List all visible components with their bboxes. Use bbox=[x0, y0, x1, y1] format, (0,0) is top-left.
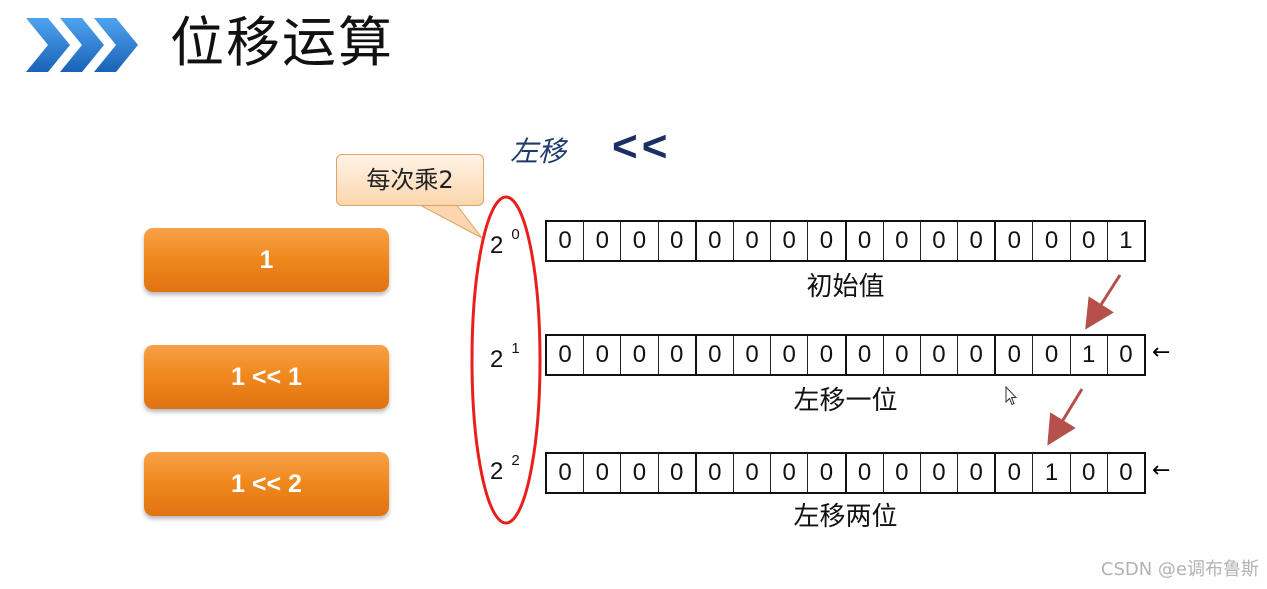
bit-cell: 0 bbox=[1071, 454, 1108, 492]
power-exponent: 2 bbox=[511, 452, 520, 469]
bit-cell: 0 bbox=[884, 336, 921, 374]
bit-cell: 0 bbox=[697, 454, 734, 492]
bit-cell: 0 bbox=[771, 454, 809, 492]
bit-cell: 0 bbox=[697, 336, 734, 374]
bit-cell: 0 bbox=[547, 336, 585, 374]
bit-cell: 0 bbox=[996, 454, 1034, 492]
bit-cell: 0 bbox=[659, 222, 697, 260]
bit-cell: 0 bbox=[547, 222, 585, 260]
bit-row-shift-1: 0 0 0 0 0 0 0 0 0 0 0 0 0 0 1 0 bbox=[545, 334, 1146, 376]
power-base: 2 bbox=[490, 346, 504, 373]
bit-cell: 0 bbox=[958, 454, 997, 492]
bit-cell: 0 bbox=[547, 454, 585, 492]
bit-cell: 0 bbox=[771, 222, 809, 260]
bit-cell: 0 bbox=[921, 454, 959, 492]
bit-cell: 0 bbox=[808, 336, 847, 374]
bit-cell: 0 bbox=[808, 454, 847, 492]
power-exponent: 1 bbox=[511, 340, 520, 357]
power-exponent: 0 bbox=[511, 226, 520, 243]
mouse-cursor-icon bbox=[1005, 386, 1018, 406]
bit-cell: 0 bbox=[697, 222, 734, 260]
bit-cell: 0 bbox=[771, 336, 809, 374]
bit-cell: 0 bbox=[1119, 459, 1133, 486]
bit-cell: 0 bbox=[584, 454, 622, 492]
bit-cell: 0 bbox=[1033, 222, 1071, 260]
bit-cell: 0 bbox=[884, 222, 921, 260]
triple-chevron-right-icon bbox=[26, 18, 138, 72]
bit-row-initial: 0 0 0 0 0 0 0 0 0 0 0 0 0 0 0 1 bbox=[545, 220, 1146, 262]
bit-cell: 1 bbox=[1033, 454, 1071, 492]
bit-cell: 0 bbox=[921, 336, 959, 374]
bit-cell: 0 bbox=[996, 336, 1034, 374]
bit-cell: 0 bbox=[958, 336, 997, 374]
bit-row-shift-2: 0 0 0 0 0 0 0 0 0 0 0 0 0 1 0 0 bbox=[545, 452, 1146, 494]
callout-tail bbox=[417, 204, 483, 239]
bit-cell: 0 bbox=[734, 454, 772, 492]
bit-cell: 0 bbox=[584, 336, 622, 374]
bit-cell: 0 bbox=[958, 222, 997, 260]
expression-button-1-shl-1[interactable]: 1 << 1 bbox=[144, 345, 389, 409]
bit-cell: 0 bbox=[1119, 341, 1133, 368]
row-label-initial: 初始值 bbox=[806, 272, 885, 302]
bit-cell: 1 bbox=[1119, 227, 1133, 254]
bit-cell: 0 bbox=[734, 336, 772, 374]
bit-cell: 0 bbox=[621, 336, 659, 374]
bit-cell: 0 bbox=[847, 454, 884, 492]
bit-cell: 0 bbox=[884, 454, 921, 492]
bit-cell: 0 bbox=[621, 454, 659, 492]
bit-cell: 1 bbox=[1071, 336, 1108, 374]
bit-cell: 0 bbox=[1071, 222, 1108, 260]
row-label-shift-2: 左移两位 bbox=[793, 502, 898, 532]
bit-cell: 0 bbox=[808, 222, 847, 260]
expression-button-1[interactable]: 1 bbox=[144, 228, 389, 292]
input-arrow-icon: ← bbox=[1152, 458, 1171, 483]
bit-cell: 0 bbox=[734, 222, 772, 260]
bit-cell: 0 bbox=[659, 336, 697, 374]
bit-cell: 0 bbox=[847, 336, 884, 374]
watermark-text: CSDN @e调布鲁斯 bbox=[1100, 559, 1259, 580]
callout-text: 每次乘2 bbox=[336, 154, 484, 206]
bit-cell: 0 bbox=[621, 222, 659, 260]
callout-bubble: 每次乘2 bbox=[336, 154, 486, 240]
bit-cell: 0 bbox=[1033, 336, 1071, 374]
row-label-shift-1: 左移一位 bbox=[793, 386, 898, 416]
bit-cell: 0 bbox=[659, 454, 697, 492]
left-shift-heading: 左移 bbox=[510, 135, 567, 168]
bit-cell: 0 bbox=[847, 222, 884, 260]
power-base: 2 bbox=[490, 232, 504, 259]
power-base: 2 bbox=[490, 458, 504, 485]
bit-cell: 0 bbox=[996, 222, 1034, 260]
shift-operator-symbol: << bbox=[612, 122, 672, 171]
page-title: 位移运算 bbox=[170, 11, 394, 74]
input-arrow-icon: ← bbox=[1152, 340, 1171, 365]
bit-cell: 0 bbox=[584, 222, 622, 260]
expression-button-1-shl-2[interactable]: 1 << 2 bbox=[144, 452, 389, 516]
bit-cell: 0 bbox=[921, 222, 959, 260]
